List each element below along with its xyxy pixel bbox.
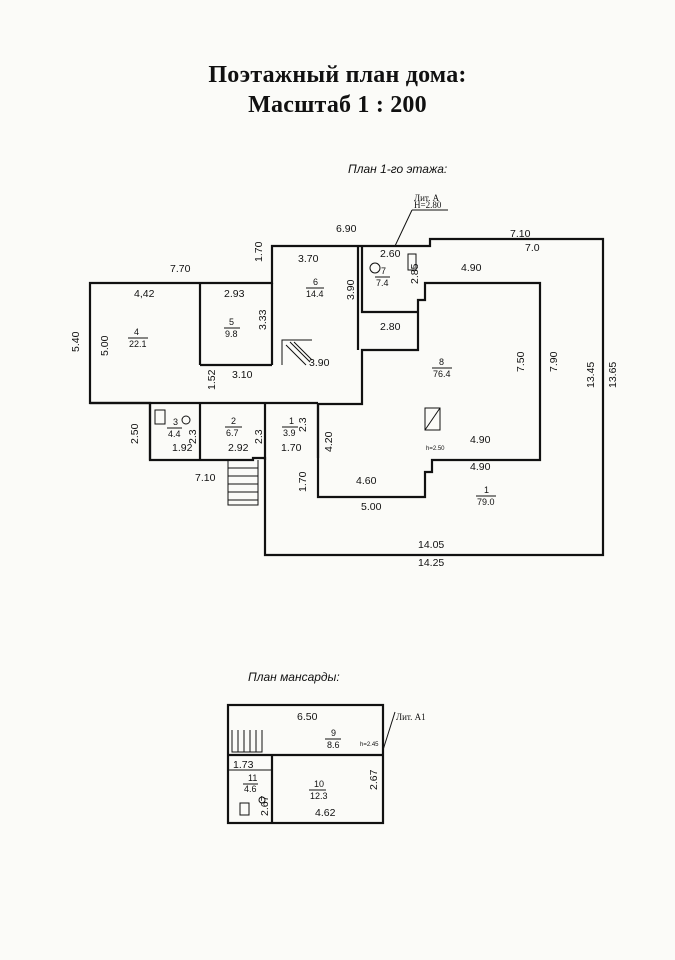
dim-label: 2.50 xyxy=(129,423,141,444)
dim-label: 1.70 xyxy=(297,471,309,492)
dim-label: 14.25 xyxy=(418,557,444,569)
dim-label: 6.50 xyxy=(297,711,318,723)
dim-label: 5.00 xyxy=(361,501,382,513)
dim-label: 2.3 xyxy=(253,429,265,444)
room-number: 8 xyxy=(439,357,444,367)
dim-label: 2.93 xyxy=(224,288,245,300)
dim-label: 7.50 xyxy=(515,351,527,372)
dim-label: 2.67 xyxy=(368,769,380,790)
room-area: 9.8 xyxy=(225,329,238,339)
dim-label: 3.90 xyxy=(309,357,330,369)
dim-label: 7.10 xyxy=(195,472,216,484)
dim-label: 2.85 xyxy=(409,263,421,284)
dim-label: 4.90 xyxy=(470,461,491,473)
dim-label: 2.92 xyxy=(228,442,249,454)
scale-label: Масштаб 1 : 200 xyxy=(248,92,427,118)
page-title: Поэтажный план дома: xyxy=(208,62,467,88)
attic-walls xyxy=(226,703,396,825)
room-area: 3.9 xyxy=(283,428,296,438)
dim-label: 14.05 xyxy=(418,539,444,551)
dim-label: 3.33 xyxy=(257,309,269,330)
floor1-label: План 1-го этажа: xyxy=(348,162,448,176)
room-number: 6 xyxy=(313,277,318,287)
room-area: 7.4 xyxy=(376,278,389,288)
dim-label: 4.62 xyxy=(315,807,336,819)
dim-label: 2.3 xyxy=(297,417,309,432)
room-area: 14.4 xyxy=(306,289,324,299)
dim-label: 5.00 xyxy=(99,335,111,356)
room-number: 10 xyxy=(314,779,324,789)
room-area: 4.4 xyxy=(168,429,181,439)
dim-label: 6.90 xyxy=(336,223,357,235)
dim-label: 7.70 xyxy=(170,263,191,275)
room-area: 12.3 xyxy=(310,791,328,801)
room-number: 11 xyxy=(248,773,257,783)
dim-label: 1.92 xyxy=(172,442,193,454)
dim-label: 7.90 xyxy=(548,351,560,372)
room-number: 4 xyxy=(134,327,139,337)
lit-label: Лит. А1 xyxy=(396,712,426,722)
dim-label: 2.3 xyxy=(187,429,199,444)
room-area: 76.4 xyxy=(433,369,451,379)
dim-label: 7.0 xyxy=(525,242,540,254)
dim-label: 3.70 xyxy=(298,253,319,265)
attic-label: План мансарды: xyxy=(248,670,340,684)
room-area: 6.7 xyxy=(226,428,239,438)
height-mark: h=2.50 xyxy=(426,446,445,452)
dim-label: 1.73 xyxy=(233,759,254,771)
dim-label: 13.65 xyxy=(607,362,619,388)
lit-label: Лит. А xyxy=(414,193,440,203)
room-number: 9 xyxy=(331,728,336,738)
dim-label: 4.90 xyxy=(470,434,491,446)
dim-label: 4.20 xyxy=(323,431,335,452)
dim-label: 5.40 xyxy=(70,331,82,352)
dim-label: 13.45 xyxy=(585,362,597,388)
height-mark: h=2.45 xyxy=(360,742,379,748)
floor1-dimensions: 6.90 7.10 7.0 1.70 7.70 3.70 2.60 2.85 4… xyxy=(70,193,619,569)
dim-label: 7.10 xyxy=(510,228,531,240)
room-area: 8.6 xyxy=(327,740,340,750)
dim-label: 4.90 xyxy=(461,262,482,274)
room-number: 5 xyxy=(229,317,234,327)
dim-label: 4,42 xyxy=(134,288,155,300)
floor1-walls xyxy=(88,209,605,557)
room-number: 1 xyxy=(484,485,489,495)
attic-rooms: 9 8.6 11 4.6 10 12.3 xyxy=(243,728,341,801)
dim-label: 2.60 xyxy=(380,248,401,260)
dim-label: 3.10 xyxy=(232,369,253,381)
floor1-rooms: 4 22.1 5 9.8 6 14.4 7 7.4 8 76.4 3 4.4 2… xyxy=(128,266,496,507)
dim-label: 3.90 xyxy=(345,279,357,300)
room-number: 1 xyxy=(289,416,294,426)
dim-label: 1.70 xyxy=(281,442,302,454)
attic-dimensions: 6.50 1.73 2.67 4.62 2.67 h=2.45 Лит. А1 xyxy=(233,711,426,819)
dim-label: 1.52 xyxy=(206,369,218,390)
room-area: 4.6 xyxy=(244,784,257,794)
room-area: 22.1 xyxy=(129,339,147,349)
dim-label: 1.70 xyxy=(253,241,265,262)
dim-label: 2.80 xyxy=(380,321,401,333)
height-label: H=2.80 xyxy=(414,200,442,210)
dim-label: 4.60 xyxy=(356,475,377,487)
room-number: 2 xyxy=(231,416,236,426)
room-number: 3 xyxy=(173,417,178,427)
dim-label: 2.67 xyxy=(259,795,271,816)
room-number: 7 xyxy=(381,266,386,276)
room-area: 79.0 xyxy=(477,497,495,507)
